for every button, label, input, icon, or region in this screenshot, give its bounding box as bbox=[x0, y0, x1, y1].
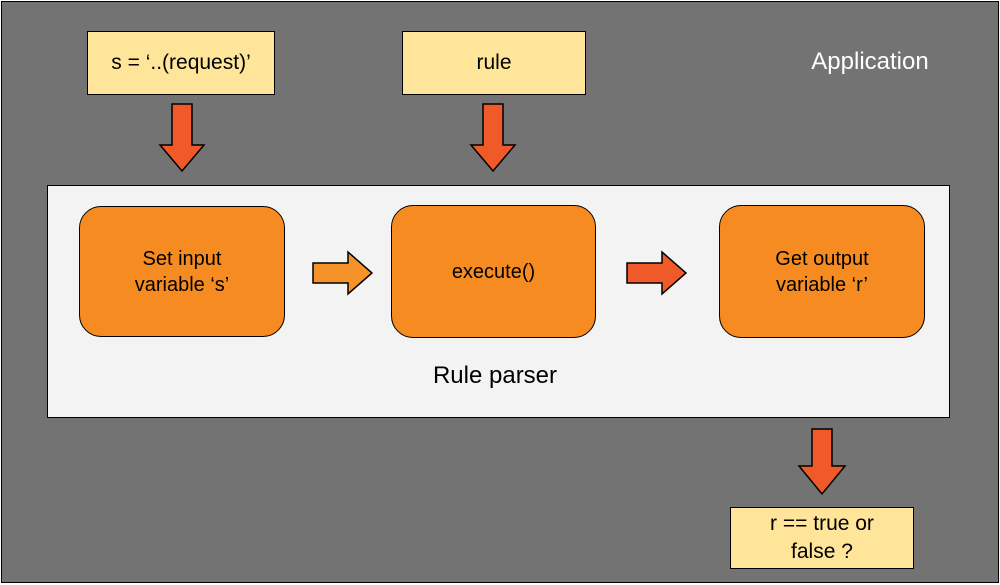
request-input-note: s = ‘..(request)’ bbox=[87, 31, 275, 95]
set-to-execute-arrow bbox=[312, 250, 374, 296]
execute-label: execute() bbox=[451, 260, 536, 283]
execute-step: execute() bbox=[391, 205, 596, 338]
rule-input-note: rule bbox=[402, 31, 586, 95]
get-output-label: Get output variable ‘r’ bbox=[775, 247, 869, 296]
output-down-arrow bbox=[797, 428, 847, 496]
execute-to-get-arrow bbox=[626, 250, 688, 296]
set-input-step: Set input variable ‘s’ bbox=[79, 206, 285, 337]
result-label: r == true or false ? bbox=[770, 511, 874, 563]
result-note: r == true or false ? bbox=[730, 507, 914, 569]
rule-down-arrow bbox=[469, 103, 517, 173]
get-output-step: Get output variable ‘r’ bbox=[719, 205, 925, 338]
request-input-label: s = ‘..(request)’ bbox=[111, 50, 251, 74]
set-input-label: Set input variable ‘s’ bbox=[134, 247, 230, 296]
application-label: Application bbox=[811, 48, 929, 75]
rule-input-label: rule bbox=[476, 50, 512, 74]
request-down-arrow bbox=[158, 103, 206, 173]
rule-parser-label: Rule parser bbox=[432, 362, 558, 389]
